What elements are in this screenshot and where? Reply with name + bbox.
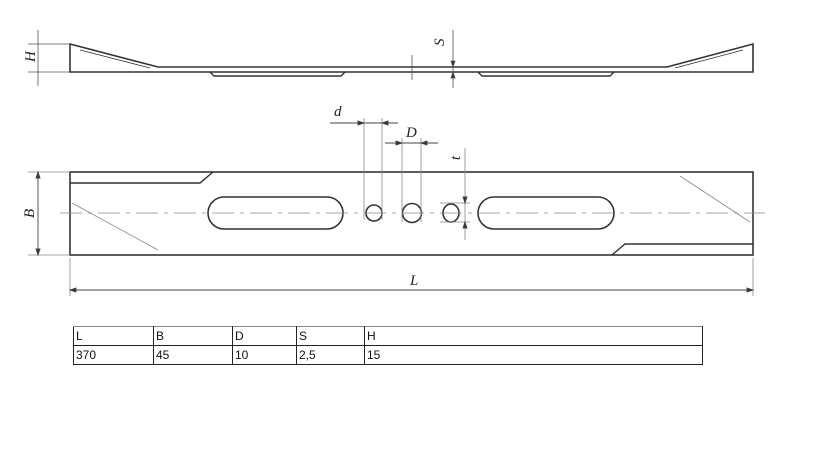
label-B: B — [22, 209, 38, 218]
label-S: S — [432, 38, 448, 46]
header-cell: B — [153, 326, 233, 346]
dimensions-table: L B D S H 370 45 10 2,5 15 — [73, 326, 703, 365]
value-cell: 45 — [153, 345, 233, 365]
plan-view — [69, 171, 754, 256]
header-cell: D — [232, 326, 297, 346]
value-cell: 10 — [232, 345, 297, 365]
blade-technical-drawing: H S d D t B L — [22, 30, 765, 296]
header-cell: L — [73, 326, 154, 346]
side-dimensions — [28, 30, 456, 88]
header-cell: S — [296, 326, 365, 346]
label-t: t — [448, 155, 464, 160]
value-cell: 370 — [73, 345, 154, 365]
table-header-row: L B D S H — [73, 326, 703, 346]
plan-dimensions — [35, 120, 755, 293]
table-row: 370 45 10 2,5 15 — [73, 345, 703, 365]
label-L: L — [409, 273, 418, 289]
label-d: d — [334, 104, 342, 120]
label-D: D — [405, 125, 417, 141]
header-cell: H — [364, 326, 703, 346]
value-cell: 15 — [364, 345, 703, 365]
value-cell: 2,5 — [296, 345, 365, 365]
side-view — [69, 42, 754, 77]
label-H: H — [23, 50, 39, 63]
